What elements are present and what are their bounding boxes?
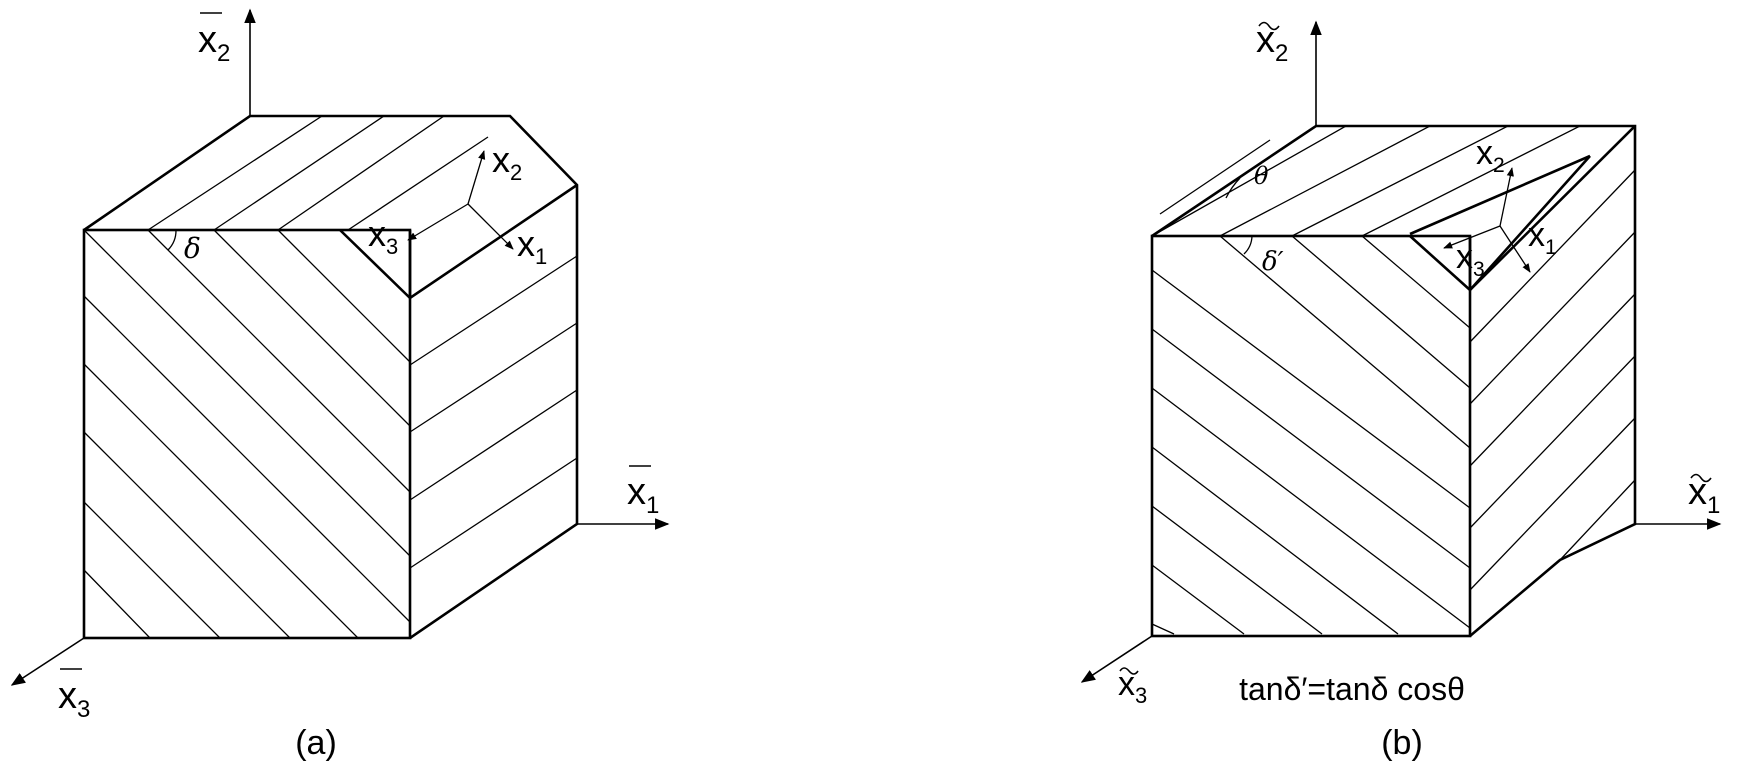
- panel-a-label-x1: x1: [627, 471, 659, 519]
- panel-b-caption: (b): [1381, 724, 1423, 762]
- panel-b-label-x3-tilde: [1119, 667, 1139, 675]
- panel-a-local-label-x2: x2: [492, 139, 522, 185]
- panel-b-local-label-x3: x3: [1456, 238, 1485, 281]
- panel-b-label-x2-tilde: [1258, 21, 1280, 31]
- panel-a-local-x3-arrow: [407, 203, 469, 241]
- panel-a: x2 x1 x3 x2 x1 x3 δ (a): [10, 8, 670, 762]
- panel-b-right-hatching: [1469, 169, 1636, 591]
- panel-b-theta-label: θ: [1254, 162, 1269, 190]
- panel-a-cube-outline: [82, 114, 579, 640]
- panel-a-local-x1-arrow: [467, 203, 514, 250]
- panel-b-label-x1: x1: [1688, 471, 1720, 519]
- panel-b-top-hatching: [1151, 125, 1591, 237]
- panel-a-front-hatching: [83, 229, 411, 639]
- panel-b-relation: tanδ′=tanδ cosθ: [1239, 671, 1465, 707]
- panel-b-label-x3: x3: [1118, 665, 1147, 708]
- panel-b: x2 x1 x3 x2 x1 x3 θ δ′ tanδ′=tanδ cosθ (…: [1080, 19, 1722, 762]
- panel-a-local-label-x3: x3: [368, 213, 398, 259]
- panel-a-caption: (a): [295, 724, 337, 762]
- panel-a-label-x2: x2: [198, 19, 230, 67]
- panel-b-local-x2-arrow: [1499, 167, 1514, 227]
- panel-a-delta-label: δ: [184, 232, 201, 265]
- panel-b-local-label-x2: x2: [1476, 134, 1505, 177]
- panel-b-delta-prime-label: δ′: [1262, 247, 1284, 277]
- panel-b-axis-x3-arrow: [1080, 635, 1153, 683]
- panel-a-axis-x3-arrow: [10, 637, 85, 686]
- panel-b-cube-outline: [1150, 124, 1637, 638]
- panel-b-front-hatching: [1151, 235, 1471, 635]
- panel-a-top-hatching: [147, 115, 514, 250]
- panel-b-local-label-x1: x1: [1528, 216, 1557, 259]
- panel-a-delta-arc: [167, 229, 177, 251]
- panel-a-local-label-x1: x1: [517, 223, 547, 269]
- panel-b-delta-prime-arc: [1243, 235, 1253, 255]
- panel-b-local-x3-arrow: [1443, 225, 1501, 249]
- panel-a-label-x3: x3: [58, 675, 90, 723]
- panel-b-label-x2: x2: [1256, 19, 1288, 67]
- panel-b-local-x1-arrow: [1499, 225, 1531, 273]
- panel-a-local-x2-arrow: [467, 150, 486, 205]
- panel-b-label-x1-tilde: [1690, 473, 1712, 483]
- panel-a-right-hatching: [409, 255, 578, 569]
